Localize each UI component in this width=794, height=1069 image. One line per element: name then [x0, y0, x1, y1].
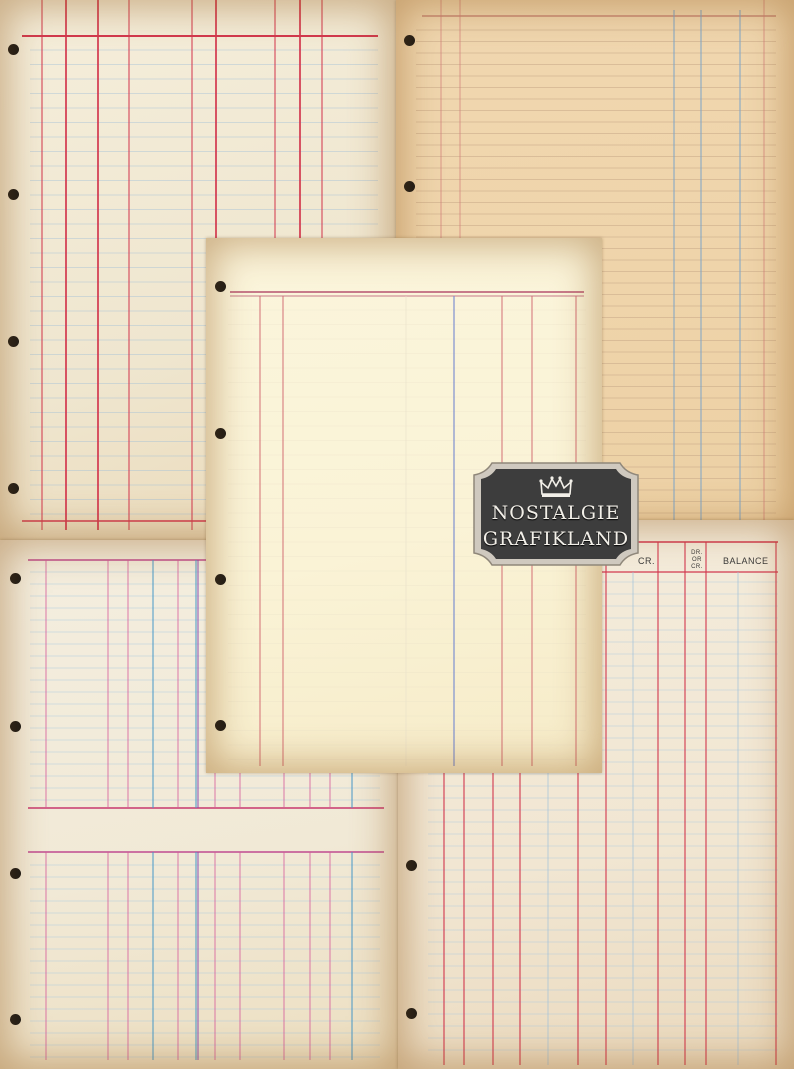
logo-badge-frame [473, 462, 639, 566]
ledger-rules-bottom-left [28, 559, 384, 1060]
punch-hole [404, 35, 415, 46]
crown-icon [539, 476, 573, 497]
punch-hole [8, 189, 19, 200]
column-header-dr: DR. [691, 550, 703, 556]
punch-hole [10, 721, 21, 732]
logo-text-line-1: NOSTALGIE [491, 502, 621, 524]
punch-hole [8, 336, 19, 347]
punch-hole [10, 573, 21, 584]
punch-hole [404, 181, 415, 192]
nostalgie-grafikland-logo: NOSTALGIE GRAFIKLAND [470, 459, 642, 569]
punch-hole [215, 281, 226, 292]
punch-hole [406, 1008, 417, 1019]
punch-hole [10, 868, 21, 879]
punch-hole [8, 44, 19, 55]
punch-hole [10, 1014, 21, 1025]
punch-hole [8, 483, 19, 494]
logo-text-line-2: GRAFIKLAND [482, 528, 630, 550]
column-header-cr-small: CR. [691, 564, 703, 570]
column-header-cr: CR. [638, 556, 655, 566]
column-header-dr-or-cr: DR. OR CR. [687, 550, 707, 571]
punch-hole [215, 574, 226, 585]
punch-hole [215, 428, 226, 439]
column-header-or: OR [692, 557, 702, 563]
punch-hole [215, 720, 226, 731]
column-header-balance: BALANCE [723, 556, 769, 566]
punch-hole [406, 860, 417, 871]
